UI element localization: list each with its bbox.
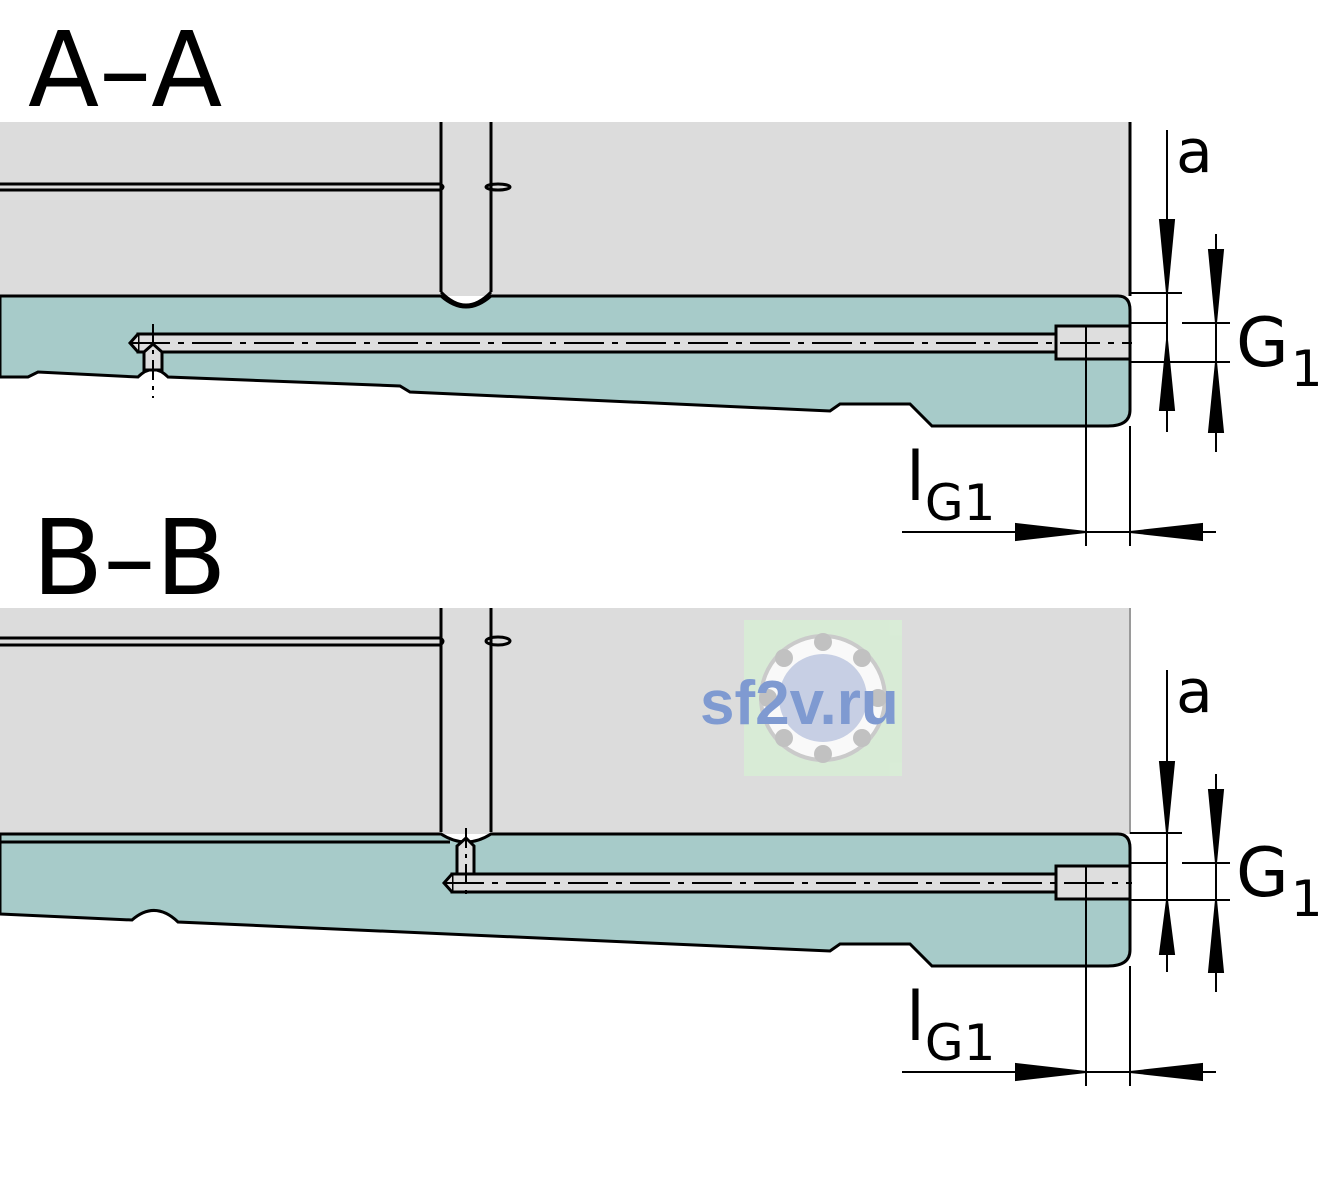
section-a-dim-g1 <box>1182 234 1230 452</box>
section-a: A–A <box>0 9 1323 546</box>
watermark-bearing-inner <box>779 654 867 742</box>
section-a-dim-a <box>1130 130 1182 432</box>
section-b-slot <box>439 608 493 832</box>
section-b-title: B–B <box>32 497 227 619</box>
section-a-groove <box>0 182 512 192</box>
section-a-title: A–A <box>28 9 222 131</box>
section-a-lube-port <box>142 341 164 372</box>
section-b-dim-lg1 <box>902 899 1216 1086</box>
section-b-dim-g1 <box>1182 774 1230 992</box>
section-b-label-g1: G1 <box>1236 834 1323 928</box>
section-b-label-g-sub: 1 <box>1291 870 1323 928</box>
section-b-label-lg1: lG1 <box>906 978 995 1072</box>
section-b-groove <box>0 635 512 647</box>
section-a-label-g-sub: 1 <box>1291 340 1323 398</box>
section-a-label-lg1: lG1 <box>906 438 995 532</box>
section-a-dim-lg1 <box>902 359 1216 546</box>
section-b-rail <box>0 832 1132 968</box>
section-b-dim-a <box>1130 670 1182 972</box>
section-a-label-l: l <box>906 438 925 517</box>
section-a-label-l-sub: G1 <box>925 474 996 532</box>
section-b-label-a: a <box>1176 657 1213 727</box>
section-a-label-g: G <box>1236 304 1289 383</box>
section-a-label-g1: G1 <box>1236 304 1323 398</box>
section-b-label-l-sub: G1 <box>925 1014 996 1072</box>
watermark-bearing-balls <box>759 633 887 763</box>
section-b-label-g: G <box>1236 834 1289 913</box>
section-b-housing <box>0 608 1130 834</box>
section-b-label-l: l <box>906 978 925 1057</box>
watermark: sf2v.ru <box>700 620 902 776</box>
section-a-label-a: a <box>1176 117 1213 187</box>
watermark-text: sf2v.ru <box>700 669 899 738</box>
section-a-slot <box>439 122 493 307</box>
section-a-housing <box>0 122 1130 296</box>
section-a-rail <box>0 294 1132 428</box>
section-b: B–B <box>0 497 1323 1086</box>
